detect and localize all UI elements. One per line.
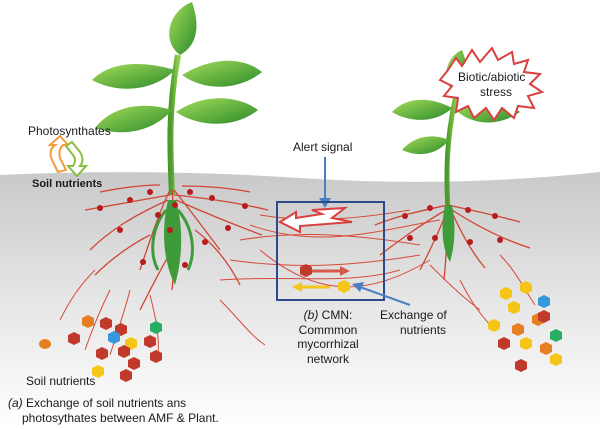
- right-plant-tuber: [442, 205, 455, 262]
- yellow-nutrient-hexagon: [338, 280, 350, 293]
- caption-tag: (a): [8, 396, 23, 410]
- exchange-label-line2: nutrients: [400, 323, 447, 337]
- right-plant-stem: [444, 94, 459, 211]
- photosynthates-label: Photosynthates: [28, 124, 111, 138]
- cmn-label-line2: Commmon: [298, 322, 358, 337]
- cmn-label-line3: mycorrhizal: [297, 337, 359, 351]
- soil-nutrients-arrow: [64, 140, 89, 178]
- left-plant-root-nodules: [97, 189, 248, 268]
- exchange-pointer-arrow: [352, 282, 411, 306]
- caption-line1: (a) Exchange of soil nutrients ans: [8, 396, 186, 410]
- alert-lightning-icon: [277, 206, 353, 234]
- right-plant-root-nodules: [402, 205, 503, 245]
- soil-nutrients-label-bottom: Soil nutrients: [26, 374, 96, 388]
- left-plant-tuber: [151, 200, 194, 285]
- nutrient-exchange-arrows: [292, 264, 350, 293]
- cmn-box: [276, 201, 385, 301]
- right-plant-leaf-left: [392, 99, 452, 120]
- alert-signal-label: Alert signal: [293, 140, 353, 154]
- right-nutrient-cluster: [488, 281, 562, 372]
- right-plant-leaf-lower: [402, 136, 449, 155]
- stress-label-line2: stress: [480, 85, 513, 99]
- photosynthates-arrow: [47, 134, 71, 174]
- caption-line2: photosythates between AMF & Plant.: [22, 411, 219, 425]
- left-plant-leaf-left-upper: [92, 64, 175, 89]
- left-plant-leaf-left-lower: [95, 105, 172, 133]
- stress-label-line1: Biotic/abiotic: [458, 70, 526, 84]
- red-nutrient-hexagon: [300, 264, 312, 277]
- left-nutrient-cluster: [39, 315, 162, 382]
- cmn-label-line4: network: [306, 351, 350, 366]
- cmn-label: (b) CMN: Commmon mycorrhizal network: [283, 308, 373, 366]
- left-plant-leaf-right-upper: [182, 60, 262, 87]
- caption-text1: Exchange of soil nutrients ans: [26, 396, 187, 410]
- left-plant-leaf-top: [169, 2, 197, 55]
- exchange-label-line1: Exchange of: [380, 308, 447, 322]
- stress-starburst: [438, 46, 545, 122]
- exchange-cycle-arrows: [47, 134, 89, 178]
- cmn-label-line1: (b) CMN:: [283, 308, 373, 323]
- cmn-tag: (b): [303, 308, 319, 322]
- left-plant: [84, 2, 269, 311]
- cmn-label-text1: CMN:: [321, 308, 353, 322]
- left-plant-leaf-right-lower: [176, 98, 258, 124]
- soil-nutrients-label-top: Soil nutrients: [32, 178, 103, 190]
- left-plant-stem: [167, 54, 181, 196]
